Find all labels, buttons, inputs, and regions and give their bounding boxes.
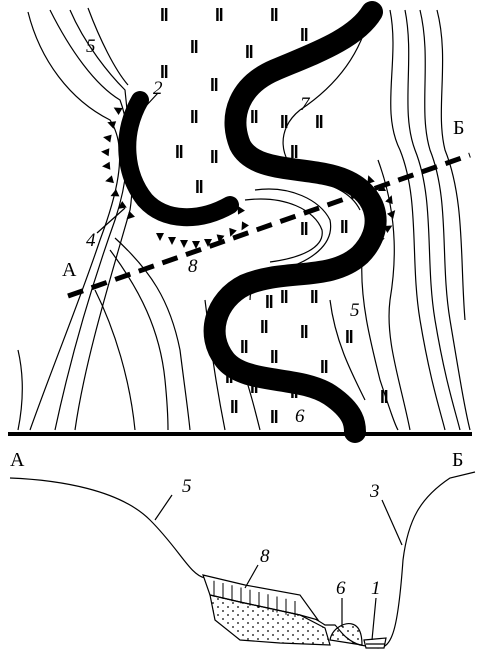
- erosion-triangle: [205, 327, 214, 336]
- erosion-triangle: [229, 227, 237, 237]
- erosion-triangle: [113, 107, 123, 115]
- oxbow-lake: [118, 91, 239, 227]
- hatch-mark: ǁ: [300, 221, 309, 236]
- erosion-triangle: [107, 121, 117, 129]
- hatch-mark: ǁ: [160, 64, 169, 79]
- hatch-mark: ǁ: [280, 289, 289, 304]
- section-line: [67, 152, 471, 299]
- erosion-triangle: [105, 175, 114, 184]
- erosion-triangle: [259, 273, 267, 283]
- erosion-triangle: [241, 221, 249, 231]
- profile-label-1: 1: [371, 578, 381, 599]
- erosion-triangle: [383, 225, 393, 233]
- erosion-triangle: [103, 134, 112, 143]
- hatch-mark: ǁ: [250, 109, 259, 124]
- hatch-mark: ǁ: [270, 409, 279, 424]
- hatch-mark: ǁ: [195, 179, 204, 194]
- profile-right-end: Б: [452, 449, 463, 471]
- hatch-mark: ǁ: [160, 7, 169, 22]
- erosion-triangle: [387, 210, 396, 219]
- cross-section: А Б 5 3 8 6 1: [9, 449, 476, 649]
- erosion-triangle: [367, 175, 375, 185]
- hatch-mark: ǁ: [210, 149, 219, 164]
- erosion-triangle: [110, 189, 120, 197]
- hatch-mark: ǁ: [320, 359, 329, 374]
- label-5-right: 5: [350, 300, 360, 321]
- hatch-mark: ǁ: [340, 219, 349, 234]
- hatch-mark: ǁ: [290, 144, 299, 159]
- hatch-mark: ǁ: [215, 7, 224, 22]
- label-5-top: 5: [86, 36, 96, 57]
- label-6-plan: 6: [295, 406, 305, 427]
- deposit-8-body: [209, 594, 331, 646]
- deposit-6: [329, 623, 363, 646]
- label-4: 4: [86, 230, 96, 251]
- hatch-mark: ǁ: [300, 27, 309, 42]
- hatch-mark: ǁ: [345, 329, 354, 344]
- label-8-plan: 8: [188, 256, 198, 277]
- erosion-triangle: [101, 148, 110, 157]
- erosion-triangle: [168, 237, 176, 245]
- erosion-triangle: [192, 241, 200, 249]
- label-7: 7: [300, 94, 311, 115]
- erosion-triangle: [156, 233, 164, 241]
- profile-label-3: 3: [369, 481, 380, 502]
- hatch-mark: ǁ: [245, 44, 254, 59]
- bank-erosion-triangle-icon: [101, 107, 396, 348]
- profile-label-8: 8: [260, 546, 270, 567]
- label-2: 2: [153, 78, 163, 99]
- river-channel: [203, 1, 387, 443]
- right-contour-lines: [204, 9, 471, 431]
- hatch-mark: ǁ: [175, 144, 184, 159]
- erosion-triangle: [223, 293, 232, 302]
- hatch-mark: ǁ: [190, 39, 199, 54]
- erosion-triangle: [234, 285, 243, 294]
- hatch-mark: ǁ: [230, 399, 239, 414]
- erosion-triangle: [237, 205, 245, 215]
- section-end-label: Б: [453, 117, 464, 139]
- profile-left-end: А: [10, 449, 25, 471]
- erosion-triangle: [180, 240, 188, 248]
- erosion-triangle: [126, 211, 135, 220]
- hatch-mark: ǁ: [265, 294, 274, 309]
- section-start-label: А: [62, 259, 77, 281]
- profile-label-6: 6: [336, 578, 346, 599]
- hatch-mark: ǁ: [240, 339, 249, 354]
- erosion-triangle: [247, 279, 255, 289]
- erosion-triangle: [117, 201, 127, 209]
- valley-profile: [9, 471, 476, 649]
- erosion-triangle: [204, 239, 212, 247]
- profile-label-5: 5: [182, 476, 192, 497]
- hatch-mark: ǁ: [270, 349, 279, 364]
- deposit-1: [363, 637, 387, 649]
- hatch-mark: ǁ: [190, 109, 199, 124]
- hatch-mark: ǁ: [310, 289, 319, 304]
- hatch-mark: ǁ: [210, 77, 219, 92]
- hatch-mark: ǁ: [315, 114, 324, 129]
- hatch-mark: ǁ: [380, 389, 389, 404]
- erosion-triangle: [375, 237, 385, 245]
- erosion-triangle: [102, 161, 111, 170]
- hatch-mark: ǁ: [270, 7, 279, 22]
- hatch-mark: ǁ: [300, 324, 309, 339]
- erosion-triangle: [385, 195, 393, 205]
- erosion-triangle: [205, 340, 213, 348]
- hatch-mark: ǁ: [280, 114, 289, 129]
- erosion-triangle: [207, 315, 217, 323]
- hatch-mark: ǁ: [260, 319, 269, 334]
- erosion-triangle: [213, 303, 223, 311]
